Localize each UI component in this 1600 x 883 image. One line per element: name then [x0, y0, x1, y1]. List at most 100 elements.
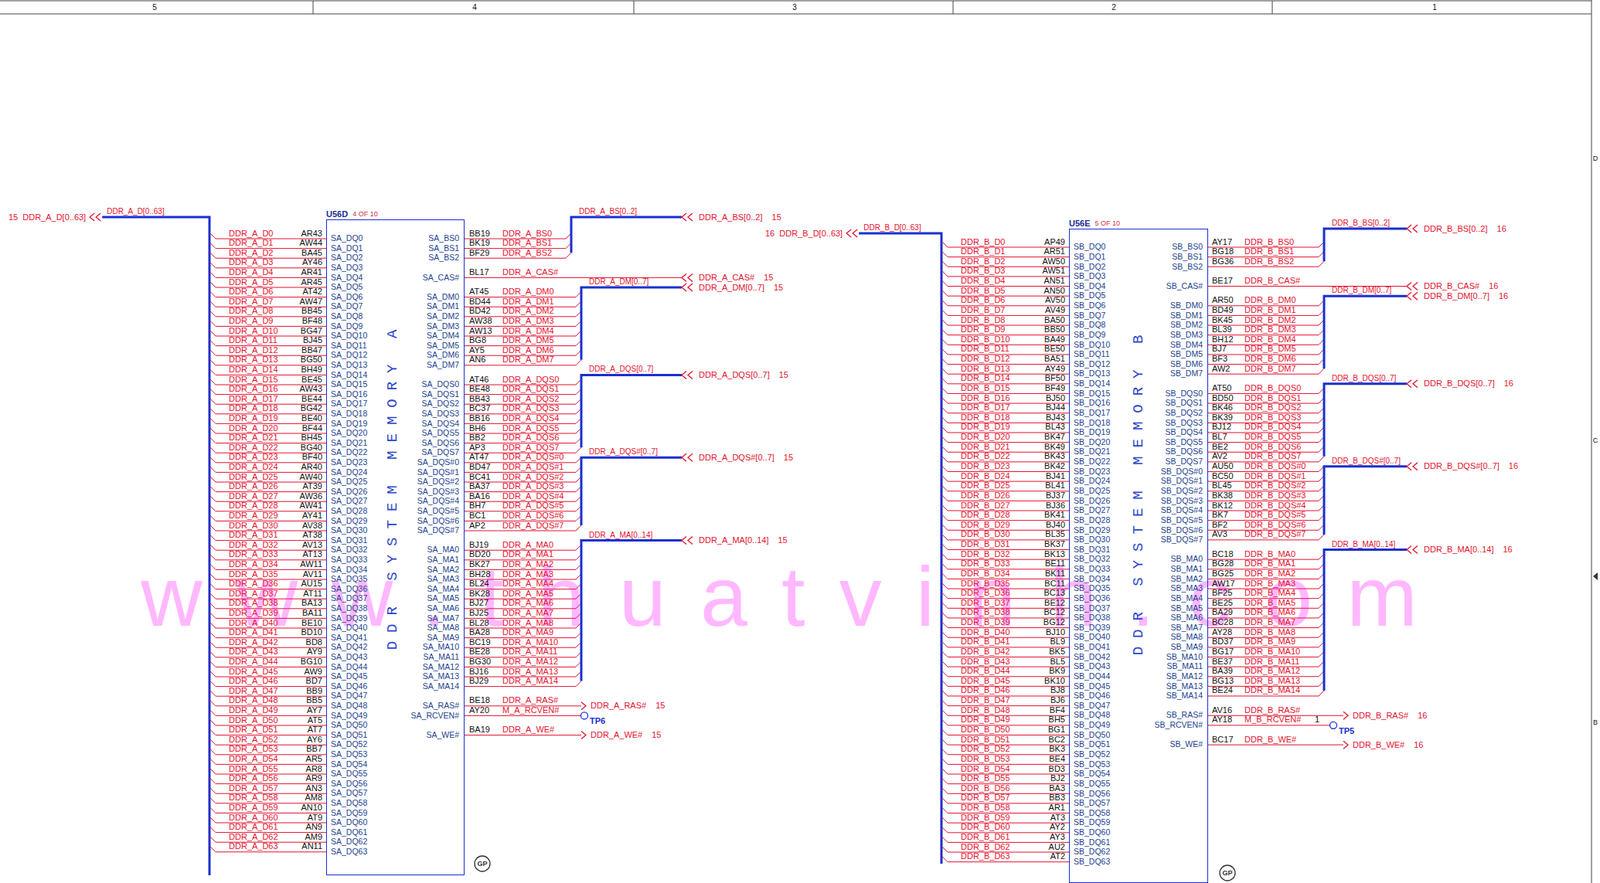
pin-name: SB_DQ44	[1073, 672, 1110, 681]
pin-name: SB_DM4	[1170, 340, 1203, 350]
pin-number: BF49	[1045, 384, 1066, 393]
pin-name: SB_DQ55	[1073, 779, 1110, 789]
pin-number: BC37	[469, 404, 491, 413]
pin-name: SB_DQ41	[1073, 643, 1110, 652]
net-label: DDR_A_D30	[228, 521, 279, 531]
pin-name: SB_MA3	[1171, 584, 1203, 593]
pin-name: SA_DQS#2	[417, 477, 460, 487]
pin-number: BF40	[302, 452, 323, 462]
net-label: DDR_A_DQS#6	[502, 511, 564, 521]
pin-number: AY46	[302, 258, 323, 267]
net-label: DDR_A_D52	[228, 735, 279, 745]
net-label: DDR_B_D0	[960, 238, 1005, 247]
pin-number: BJ19	[469, 541, 489, 550]
pin-number: BA51	[1044, 354, 1066, 364]
net-label: DDR_A_DQS#3	[502, 482, 564, 491]
pin-name: SA_DQ46	[330, 682, 368, 692]
net-label: DDR_B_D48	[960, 706, 1011, 715]
pin-name: SB_DQ43	[1073, 662, 1110, 671]
pin-number: BA3	[1048, 784, 1066, 794]
pin-name: SB_DQ56	[1073, 789, 1110, 799]
pin-number: BA49	[1044, 335, 1066, 344]
pin-number: AY5	[469, 346, 485, 355]
pin-number: BC12	[1043, 608, 1066, 617]
pin-number: AW13	[469, 326, 493, 336]
pin-name: SB_MA1	[1171, 565, 1203, 574]
net-label: DDR_B_MA3	[1244, 579, 1296, 589]
net-label: DDR_B_WE#	[1244, 735, 1297, 745]
pin-number: AV49	[1045, 306, 1066, 315]
pin-name: SA_DQ56	[330, 779, 368, 789]
net-label: DDR_B_D18	[960, 413, 1011, 423]
pin-number: AT46	[469, 375, 489, 385]
net-label: DDR_B_D63	[960, 852, 1011, 862]
net-label: DDR_B_MA4	[1244, 588, 1296, 598]
pin-number: BK12	[1211, 501, 1233, 511]
pin-number: AP49	[1044, 238, 1066, 247]
net-label: DDR_B_D20	[960, 432, 1011, 442]
pin-name: SB_DQ31	[1073, 545, 1110, 555]
pin-number: BC28	[1211, 618, 1234, 627]
pin-name: SB_DM2	[1170, 320, 1203, 330]
offpage-label: DDR_A_CAS#	[698, 273, 755, 283]
net-label: DDR_A_D29	[228, 511, 279, 521]
net-label: DDR_A_DQS0	[502, 375, 559, 385]
net-label: DDR_A_D8	[228, 306, 273, 316]
frame-line	[1272, 0, 1274, 14]
pin-number: BB47	[301, 346, 323, 355]
net-label: DDR_A_D9	[228, 316, 273, 326]
bus	[581, 374, 682, 448]
net-label: DDR_A_D28	[228, 501, 279, 511]
bus	[1324, 228, 1407, 262]
net-label: DDR_A_D31	[228, 531, 279, 540]
sheet-reference: 15	[651, 731, 661, 740]
pin-name: SB_DQ38	[1073, 613, 1110, 623]
pin-number: BK28	[469, 589, 491, 599]
pin-name: SA_DQ63	[330, 847, 368, 857]
pin-name: SB_DQ61	[1073, 838, 1110, 848]
net-label: DDR_B_D49	[960, 715, 1011, 725]
pin-number: BJ29	[469, 677, 489, 686]
pin-name: SB_DQ40	[1073, 633, 1110, 642]
pin-name: SA_DQ11	[330, 341, 368, 351]
net-label: DDR_B_D9	[960, 325, 1005, 334]
pin-number: BL7	[1211, 432, 1228, 442]
pin-name: SA_DQS0	[422, 380, 460, 389]
pin-name: SB_DQ5	[1073, 291, 1106, 300]
pin-number: BK3	[1048, 745, 1066, 754]
pin-number: BD10	[300, 628, 323, 637]
net-label: DDR_B_D3	[960, 266, 1005, 276]
pin-number: BE4	[1048, 755, 1066, 764]
pin-number: AY20	[469, 706, 490, 715]
net-label: DDR_B_D58	[960, 803, 1011, 813]
net-label: DDR_B_D16	[960, 394, 1011, 403]
pin-number: BK41	[1044, 510, 1066, 520]
pin-name: SB_MA5	[1171, 604, 1203, 613]
pin-name: SA_DQ27	[330, 497, 368, 506]
pin-name: SB_DQ46	[1073, 691, 1110, 701]
net-label: DDR_B_D47	[960, 696, 1011, 705]
pin-number: BD50	[1211, 394, 1234, 403]
net-label: DDR_A_DM3	[502, 316, 555, 326]
net-label: DDR_B_D14	[960, 374, 1011, 383]
net-label: DDR_A_D35	[228, 570, 279, 579]
pin-name: SB_DQ4	[1073, 282, 1106, 291]
offpage-connector	[1412, 462, 1418, 471]
pin-number: BA19	[469, 725, 491, 735]
pin-name: SA_DQ54	[330, 760, 368, 770]
pin-number: AT13	[302, 550, 323, 559]
net-label: DDR_A_DQS#2	[502, 473, 564, 482]
part-reference: U56E	[1068, 219, 1091, 229]
pin-name: SB_DQ45	[1073, 682, 1110, 692]
offpage-connector	[687, 453, 693, 462]
pin-number: AT11	[302, 589, 323, 599]
pin-name: SB_DQS3	[1165, 418, 1203, 428]
pin-name: SB_DQ39	[1073, 623, 1110, 633]
bus-label: DDR_A_MA[0..14]	[588, 531, 653, 540]
net-label: DDR_B_DQS2	[1244, 403, 1301, 412]
pin-number: BJ12	[1211, 422, 1232, 432]
pin-number: BG40	[300, 443, 323, 453]
pin-number: AW11	[299, 560, 323, 569]
net-label: DDR_B_D46	[960, 686, 1011, 695]
pin-number: BH7	[469, 501, 486, 511]
